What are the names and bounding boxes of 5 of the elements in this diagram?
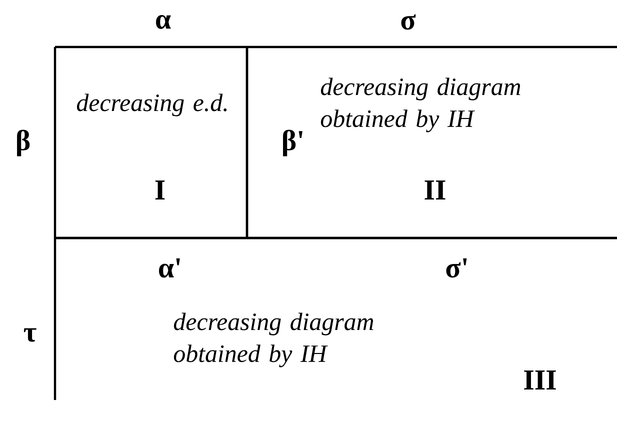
- variable-label: α: [156, 15, 171, 29]
- variable-label: β: [17, 130, 30, 156]
- variable-label: α': [159, 258, 180, 278]
- variable-label: σ': [446, 258, 467, 278]
- variable-label: β': [283, 130, 302, 156]
